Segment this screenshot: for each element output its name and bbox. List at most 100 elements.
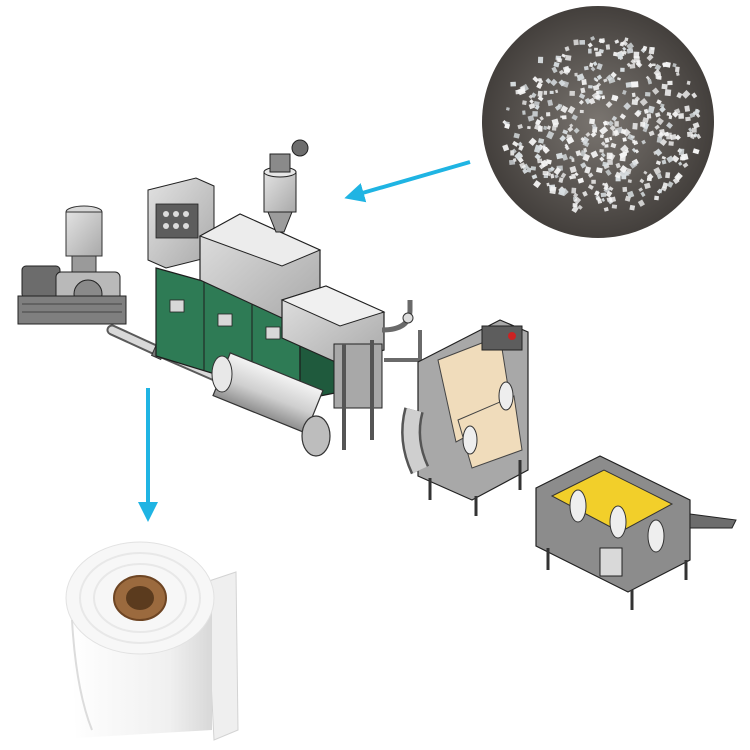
nonwoven-roll-photo — [65, 541, 239, 741]
granule — [555, 152, 564, 160]
granule — [659, 103, 665, 108]
granule — [543, 90, 548, 95]
granule — [692, 122, 700, 129]
granule — [660, 186, 667, 192]
granule — [571, 205, 579, 214]
granule — [684, 105, 691, 112]
granule — [549, 90, 554, 94]
granule — [654, 195, 660, 201]
granule — [607, 120, 614, 127]
granule — [620, 128, 627, 135]
granule — [644, 92, 651, 97]
granule — [533, 144, 542, 154]
granule — [646, 173, 654, 180]
granule — [634, 110, 642, 118]
granule — [599, 126, 609, 135]
granule — [656, 173, 663, 180]
granule — [678, 161, 683, 166]
granule — [531, 174, 538, 180]
granule — [630, 59, 637, 65]
granule — [605, 44, 611, 50]
granule — [573, 39, 579, 46]
granule — [621, 41, 625, 45]
granule — [560, 105, 569, 114]
granule — [622, 89, 627, 95]
granule — [634, 96, 641, 102]
granule — [532, 76, 539, 83]
granule — [530, 166, 537, 171]
granule — [551, 118, 560, 126]
granule — [573, 127, 580, 134]
granule — [558, 69, 565, 75]
granule — [581, 136, 590, 145]
granule — [629, 63, 636, 69]
granule — [577, 78, 581, 82]
granule — [623, 102, 632, 111]
granule — [533, 101, 540, 107]
granule — [569, 90, 575, 96]
granule — [581, 79, 587, 86]
granule — [614, 171, 622, 179]
granule — [594, 94, 601, 100]
granule — [592, 84, 600, 91]
granule — [636, 60, 641, 66]
granule — [681, 90, 691, 99]
granule — [646, 113, 652, 119]
granule — [572, 192, 579, 199]
granule — [591, 179, 596, 184]
granule — [647, 105, 655, 114]
granule — [546, 171, 552, 177]
granule — [614, 121, 619, 127]
granule — [616, 52, 624, 60]
granule — [505, 107, 510, 111]
granule — [667, 181, 674, 188]
granule — [571, 173, 577, 179]
granule — [527, 115, 535, 122]
granule — [642, 45, 648, 51]
granule — [560, 115, 564, 119]
granule — [652, 63, 656, 67]
granule — [511, 148, 517, 154]
granule — [648, 130, 655, 137]
granule — [594, 190, 600, 197]
granule — [578, 99, 584, 105]
granule — [661, 62, 667, 68]
granule — [600, 152, 606, 158]
granule — [680, 153, 689, 161]
granule — [512, 140, 519, 147]
granule — [591, 123, 597, 130]
granule — [620, 144, 629, 154]
granule — [631, 99, 639, 106]
granule — [564, 54, 572, 61]
granule — [631, 92, 636, 98]
granule — [613, 129, 620, 137]
granule — [640, 191, 646, 198]
granule — [579, 40, 586, 45]
granule — [647, 78, 653, 85]
granule — [591, 92, 599, 100]
granule — [605, 169, 612, 176]
granule — [550, 173, 555, 179]
granule — [672, 62, 677, 68]
granule — [590, 35, 596, 41]
granule — [622, 40, 628, 47]
granule — [567, 105, 576, 115]
granule — [645, 75, 651, 81]
granule — [691, 92, 698, 99]
granule — [526, 167, 532, 173]
granule — [580, 87, 586, 94]
granule — [547, 99, 554, 107]
granule — [682, 162, 689, 169]
granule — [630, 81, 639, 88]
granule — [553, 167, 562, 176]
granule — [661, 155, 667, 160]
granule — [555, 89, 559, 94]
granule — [564, 46, 570, 52]
granule — [599, 156, 605, 162]
granule — [527, 125, 531, 130]
granule — [671, 110, 679, 118]
granule — [572, 203, 578, 208]
raw-material-granules-photo — [482, 6, 714, 238]
roots-blower-icon — [17, 205, 127, 325]
